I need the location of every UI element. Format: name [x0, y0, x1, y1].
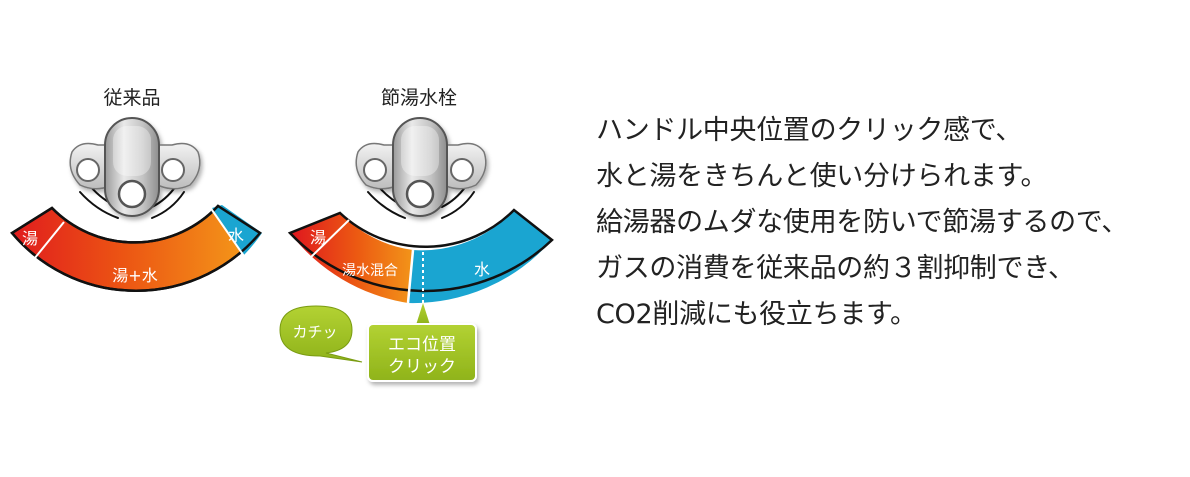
eco-callout-pointer — [416, 303, 430, 325]
eco-callout-line1: エコ位置 — [388, 335, 456, 355]
eco-panel: 節湯水栓 湯 湯水混合 水 カチッ — [279, 87, 554, 382]
eco-divider-mix — [406, 249, 415, 304]
eco-cold-segment — [408, 210, 552, 304]
conventional-divider-cold — [211, 209, 245, 257]
click-sound-bubble: カチッ — [279, 305, 363, 363]
eco-title: 節湯水栓 — [381, 87, 457, 109]
description-line: 給湯器のムダな使用を防いで節湯するので、 — [596, 207, 1129, 238]
description-text: ハンドル中央位置のクリック感で、 水と湯をきちんと使い分けられます。 給湯器のム… — [596, 108, 1186, 338]
eco-click-callout — [367, 323, 477, 382]
conventional-cold-segment — [212, 205, 262, 255]
conventional-label-mix: 湯+水 — [112, 266, 157, 285]
conventional-label-hot: 湯 — [22, 229, 38, 248]
click-sound-text: カチッ — [292, 323, 337, 341]
eco-callout-line2: クリック — [388, 357, 456, 377]
conventional-title: 従来品 — [103, 87, 160, 109]
conventional-label-cold: 水 — [228, 226, 244, 245]
conventional-divider-hot — [29, 221, 65, 265]
eco-hot-mix-segment — [290, 213, 413, 303]
faucet-handle-icon — [355, 117, 487, 217]
eco-label-hot: 湯 — [310, 228, 326, 247]
faucet-handle-icon — [69, 117, 201, 217]
conventional-panel: 従来品 湯 湯+水 水 — [10, 87, 262, 292]
description-line: ガスの消費を従来品の約３割抑制でき、 — [596, 253, 1075, 284]
description-line: CO2削減にも役立ちます。 — [596, 299, 917, 330]
description-line: 水と湯をきちんと使い分けられます。 — [596, 161, 1048, 192]
eco-label-mix: 湯水混合 — [342, 262, 398, 279]
eco-divider-hot — [309, 219, 350, 259]
faucet-comparison-diagram: 従来品 湯 湯+水 水 節湯水栓 — [10, 87, 554, 382]
eco-label-cold: 水 — [474, 260, 490, 279]
description-line: ハンドル中央位置のクリック感で、 — [596, 115, 1023, 146]
